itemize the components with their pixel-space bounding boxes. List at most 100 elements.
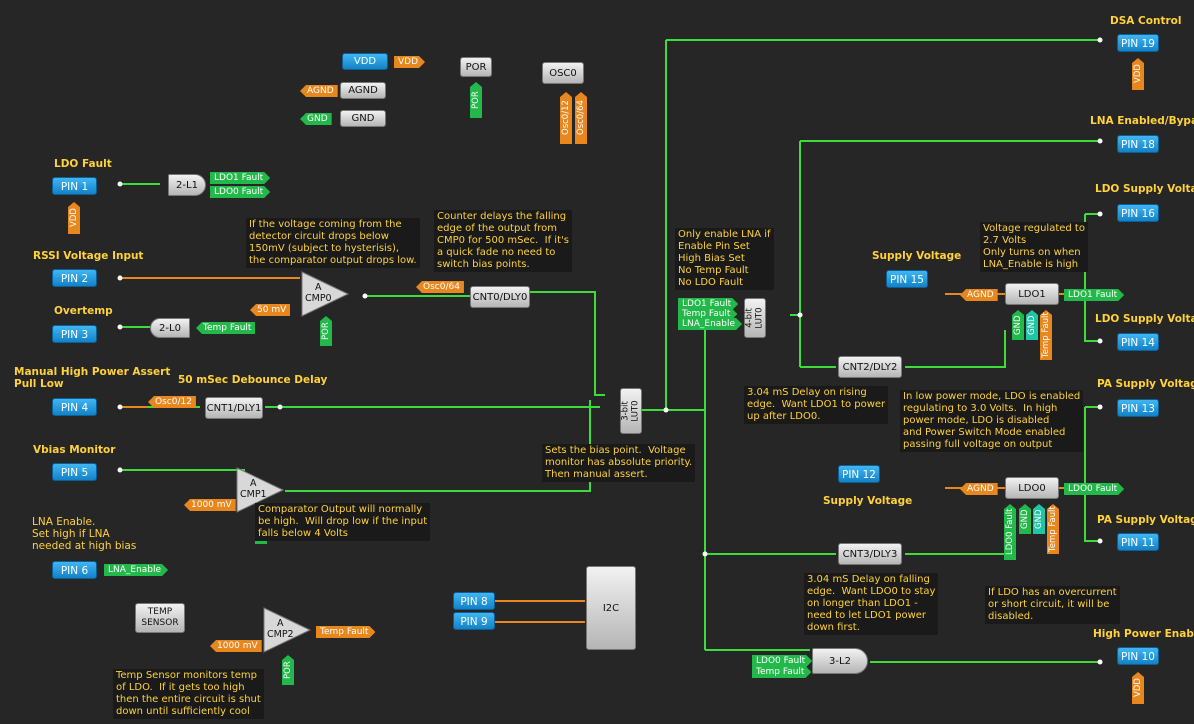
ldo1-temp-fault-tag: Temp Fault bbox=[1040, 310, 1052, 360]
pin14[interactable]: PIN 14 bbox=[1117, 333, 1159, 351]
cmp1[interactable] bbox=[235, 466, 285, 514]
gnd-block[interactable]: GND bbox=[340, 110, 386, 127]
ldo1-gnd-b: GND bbox=[1026, 310, 1038, 340]
dsa-label: DSA Control bbox=[1110, 15, 1182, 27]
cmp0[interactable] bbox=[300, 270, 350, 318]
ldo0-agnd-tag: AGND bbox=[960, 483, 998, 495]
pin1[interactable]: PIN 1 bbox=[52, 177, 97, 195]
ldo0-gnd-a: GND bbox=[1019, 504, 1031, 534]
temp-fault-tag-c: Temp Fault bbox=[678, 308, 737, 320]
ldo0-fault-tag-b: LDO0 Fault bbox=[752, 655, 812, 667]
vbias-label: Vbias Monitor bbox=[33, 444, 116, 456]
ldo0-fault-tag-a: LDO0 Fault bbox=[210, 186, 270, 198]
cmp1-label: A CMP1 bbox=[240, 478, 267, 500]
ldo1-fault-tag-c: LDO1 Fault bbox=[1064, 289, 1124, 301]
ldo0-block[interactable]: LDO0 bbox=[1005, 477, 1059, 499]
wire-cnt3-ldo0 bbox=[905, 525, 1006, 555]
manual-assert-label: Manual High Power Assert Pull Low bbox=[14, 366, 171, 390]
note-cmp0: If the voltage coming from the detector … bbox=[246, 218, 420, 268]
pin11[interactable]: PIN 11 bbox=[1117, 533, 1159, 551]
vdd-block[interactable]: VDD bbox=[342, 53, 388, 70]
pin10-vdd-tag: VDD bbox=[1132, 672, 1144, 704]
temp-fault-tag-d: Temp Fault bbox=[752, 666, 811, 678]
gate-2l1[interactable]: 2-L1 bbox=[168, 174, 206, 196]
agnd-tag: AGND bbox=[300, 85, 338, 97]
osc0-12-tag: Osc0/12 bbox=[560, 92, 572, 144]
cmp0-ref-tag: 50 mV bbox=[250, 304, 291, 316]
gate-2l0[interactable]: 2-L0 bbox=[150, 318, 190, 338]
osc0-64-tag: Osc0/64 bbox=[575, 92, 587, 144]
ldo0-temp-fault-tag: Temp Fault bbox=[1047, 504, 1059, 554]
lna-enable-tag-b: LNA_Enable bbox=[678, 318, 742, 330]
pin6[interactable]: PIN 6 bbox=[52, 561, 97, 579]
pin2[interactable]: PIN 2 bbox=[52, 269, 97, 287]
pin15[interactable]: PIN 15 bbox=[886, 270, 928, 288]
note-cmp1: Comparator Output will normally be high.… bbox=[255, 503, 431, 541]
i2c-block[interactable]: I2C bbox=[586, 566, 636, 650]
cnt2-block[interactable]: CNT2/DLY2 bbox=[838, 356, 902, 378]
ldo1-fault-tag-a: LDO1 Fault bbox=[210, 172, 270, 184]
ldo1-block[interactable]: LDO1 bbox=[1005, 283, 1059, 305]
wire-cnt2-ldo1 bbox=[905, 330, 1006, 368]
debounce-label: 50 mSec Debounce Delay bbox=[178, 374, 328, 386]
pin19-vdd-tag: VDD bbox=[1132, 58, 1144, 90]
cmp2[interactable] bbox=[262, 606, 312, 654]
pin5[interactable]: PIN 5 bbox=[52, 463, 97, 481]
cmp2-por-tag: POR bbox=[282, 655, 294, 685]
high-power-label: High Power Enabled bbox=[1093, 628, 1194, 640]
note-lut3: Sets the bias point. Voltage monitor has… bbox=[542, 444, 696, 482]
ldo0-fault-tag-c: LDO0 Fault bbox=[1064, 483, 1124, 495]
pa-supply-11-label: PA Supply Voltage bbox=[1097, 514, 1194, 526]
osc0-block[interactable]: OSC0 bbox=[542, 62, 584, 84]
pin4[interactable]: PIN 4 bbox=[52, 398, 97, 416]
note-lut4: Only enable LNA if Enable Pin Set High B… bbox=[675, 228, 774, 290]
ldo0-gnd-b: GND bbox=[1033, 504, 1045, 534]
pin8[interactable]: PIN 8 bbox=[453, 592, 495, 610]
pin12[interactable]: PIN 12 bbox=[838, 465, 880, 483]
cnt3-block[interactable]: CNT3/DLY3 bbox=[838, 543, 902, 565]
cmp2-ref-tag: 1000 mV bbox=[210, 640, 262, 652]
note-ldo0: In low power mode, LDO is enabled regula… bbox=[900, 390, 1084, 452]
pin18[interactable]: PIN 18 bbox=[1117, 135, 1159, 153]
ldo-supply-14-label: LDO Supply Voltage bbox=[1095, 313, 1194, 325]
ldo-fault-label: LDO Fault bbox=[54, 158, 112, 170]
pin16[interactable]: PIN 16 bbox=[1117, 204, 1159, 222]
lna-bypass-label: LNA Enabled/Bypass bbox=[1090, 115, 1194, 127]
note-cnt3: 3.04 mS Delay on falling edge. Want LDO0… bbox=[804, 573, 939, 635]
ldo-supply-16-label: LDO Supply Voltage bbox=[1095, 183, 1194, 195]
pin1-vdd-tag: VDD bbox=[68, 202, 80, 234]
gate-3l2[interactable]: 3-L2 bbox=[812, 648, 868, 674]
lut3-block[interactable]: 3-bit LUT0 bbox=[620, 388, 642, 434]
ldo1-fault-tag-b: LDO1 Fault bbox=[678, 298, 738, 310]
rssi-label: RSSI Voltage Input bbox=[33, 250, 144, 262]
pa-supply-13-label: PA Supply Voltage bbox=[1097, 378, 1194, 390]
note-ldo1: Voltage regulated to 2.7 Volts Only turn… bbox=[980, 222, 1088, 272]
temp-sensor-block[interactable]: TEMP SENSOR bbox=[135, 603, 185, 633]
vdd-tag: VDD bbox=[394, 56, 425, 68]
osc0-12-tag-b: Osc0/12 bbox=[148, 396, 196, 408]
pin9[interactable]: PIN 9 bbox=[453, 612, 495, 630]
pin3[interactable]: PIN 3 bbox=[52, 325, 97, 343]
note-temp: Temp Sensor monitors temp of LDO. If it … bbox=[113, 669, 264, 719]
por-block[interactable]: POR bbox=[460, 57, 492, 77]
cnt1-block[interactable]: CNT1/DLY1 bbox=[205, 397, 263, 419]
lut4-block[interactable]: 4-bit LUT0 bbox=[744, 298, 766, 338]
note-cnt0: Counter delays the falling edge of the o… bbox=[434, 210, 572, 272]
cnt0-block[interactable]: CNT0/DLY0 bbox=[470, 286, 530, 308]
note-ldo-oc: If LDO has an overcurrent or short circu… bbox=[985, 586, 1120, 624]
agnd-block[interactable]: AGND bbox=[340, 82, 386, 99]
cmp2-label: A CMP2 bbox=[267, 618, 294, 640]
pin13[interactable]: PIN 13 bbox=[1117, 399, 1159, 417]
gnd-tag: GND bbox=[300, 113, 332, 125]
pin19[interactable]: PIN 19 bbox=[1117, 34, 1159, 52]
cmp0-por-tag: POR bbox=[320, 316, 332, 346]
note-cnt2: 3.04 mS Delay on rising edge. Want LDO1 … bbox=[744, 386, 889, 424]
temp-fault-tag-b: Temp Fault bbox=[316, 626, 375, 638]
overtemp-label: Overtemp bbox=[54, 305, 113, 317]
cmp1-ref-tag: 1000 mV bbox=[184, 499, 236, 511]
temp-fault-tag-a: Temp Fault bbox=[196, 322, 256, 334]
pin10[interactable]: PIN 10 bbox=[1117, 647, 1159, 665]
ldo1-agnd-tag: AGND bbox=[960, 289, 998, 301]
